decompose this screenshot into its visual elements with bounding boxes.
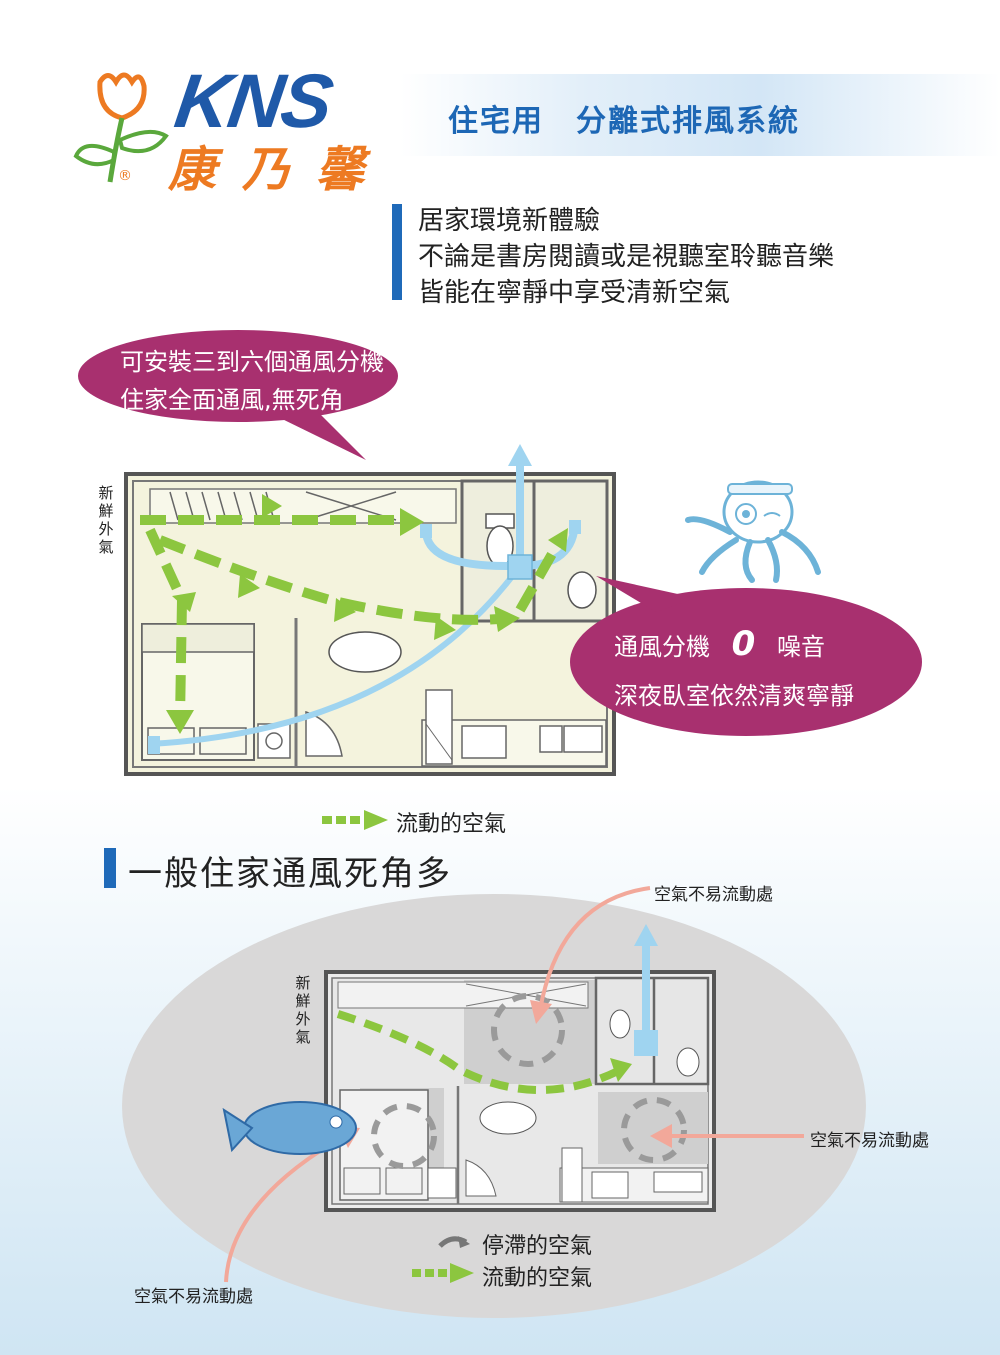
speech-bubble-right xyxy=(570,576,922,736)
flowing-air-legend-icon xyxy=(322,810,388,830)
octopus-mascot-icon xyxy=(685,480,821,583)
fresh-air-char: 鮮 xyxy=(295,992,311,1010)
callout-dead-zone-bottom-left: 空氣不易流動處 xyxy=(134,1287,253,1307)
fish-mascot-icon xyxy=(222,1101,357,1155)
registered-mark: ® xyxy=(118,168,132,184)
page-title: 住宅用 分離式排風系統 xyxy=(448,104,800,139)
fresh-air-char: 氣 xyxy=(98,538,114,556)
fresh-air-char: 外 xyxy=(98,520,114,538)
zero-noise-number: 0 xyxy=(731,624,756,664)
section-accent-bar xyxy=(104,848,116,888)
fresh-air-label-top: 新 鮮 外 氣 xyxy=(97,484,115,556)
bubble-right-line-2: 深夜臥室依然清爽寧靜 xyxy=(614,682,854,710)
legend-flowing-air: 流動的空氣 xyxy=(396,812,507,837)
fresh-air-char: 鮮 xyxy=(98,502,114,520)
bubble-right-text-b: 噪音 xyxy=(776,633,825,661)
flowing-air-legend-icon-bottom xyxy=(412,1263,474,1283)
header-band xyxy=(400,74,1000,156)
bubble-top-line-2: 住家全面通風,無死角 xyxy=(120,386,344,414)
speech-bubble-top xyxy=(78,330,398,460)
callout-dead-zone-right: 空氣不易流動處 xyxy=(810,1131,929,1151)
flower-logo-icon xyxy=(73,72,169,183)
floor-plan-ventilated xyxy=(124,444,616,776)
intro-line-3: 皆能在寧靜中享受清新空氣 xyxy=(418,278,731,308)
fresh-air-char: 外 xyxy=(295,1010,311,1028)
fresh-air-label-bottom: 新 鮮 外 氣 xyxy=(294,974,312,1046)
fresh-air-char: 新 xyxy=(295,974,311,992)
intro-line-2: 不論是書房閱讀或是視聽室聆聽音樂 xyxy=(418,242,835,272)
stagnant-air-legend-icon xyxy=(438,1236,470,1248)
legend-stagnant-air: 停滯的空氣 xyxy=(482,1234,593,1259)
section-title: 一般住家通風死角多 xyxy=(128,854,452,894)
logo-chinese: 康乃馨 xyxy=(168,142,391,198)
bubble-right-text-a: 通風分機 xyxy=(614,633,710,661)
intro-line-1: 居家環境新體驗 xyxy=(418,206,601,236)
legend-flowing-air-bottom: 流動的空氣 xyxy=(482,1266,593,1291)
intro-accent-bar xyxy=(392,204,402,300)
floor-plan-dead-zones xyxy=(122,886,866,1318)
fresh-air-char: 氣 xyxy=(295,1028,311,1046)
bubble-right-line-1: 通風分機 0 噪音 xyxy=(614,624,825,664)
fresh-air-char: 新 xyxy=(98,484,114,502)
callout-dead-zone-top: 空氣不易流動處 xyxy=(654,885,773,905)
bubble-top-line-1: 可安裝三到六個通風分機 xyxy=(120,348,384,376)
